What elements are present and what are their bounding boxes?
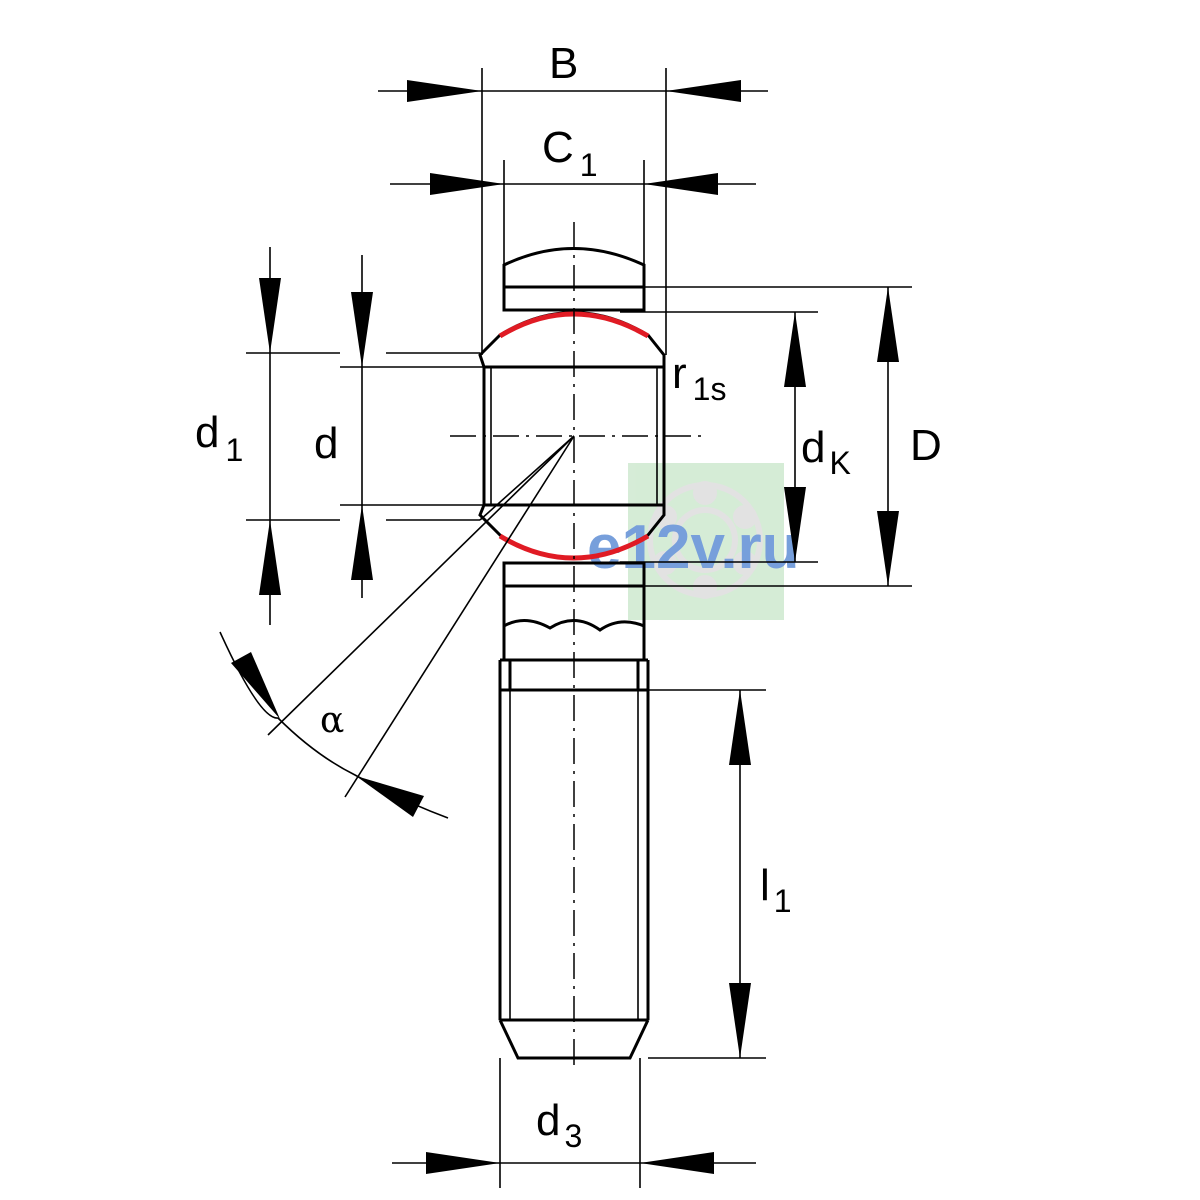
label-l1-sub: 1 [774,883,792,919]
dimension-d1 [246,247,340,625]
label-d1-main: d [195,408,219,457]
dimension-l1 [648,689,766,1059]
label-d: d [314,419,338,468]
label-d3-main: d [536,1096,560,1145]
label-dK-main: d [801,423,825,472]
dimension-alpha [219,435,575,819]
label-alpha: α [320,700,344,741]
dimension-C1 [390,160,756,265]
label-d1-sub: 1 [225,432,243,468]
label-C1-main: C [542,123,574,172]
label-l1-main: l [760,861,770,910]
label-B: B [549,39,578,88]
dimension-d3 [392,1058,756,1188]
center-lines [450,222,706,1072]
label-D: D [910,421,942,470]
dimension-dK [620,311,818,563]
dimension-D [644,286,912,587]
dimension-d [340,255,484,598]
watermark: e12v.ru [587,463,800,620]
label-r1s-sub: 1s [693,371,727,407]
label-dK-sub: K [829,445,850,481]
label-r1s-main: r [672,349,687,398]
dimension-B [378,68,768,355]
bearing-logo-icon [647,481,763,599]
label-C1-sub: 1 [580,147,598,183]
label-d3-sub: 3 [564,1118,582,1154]
